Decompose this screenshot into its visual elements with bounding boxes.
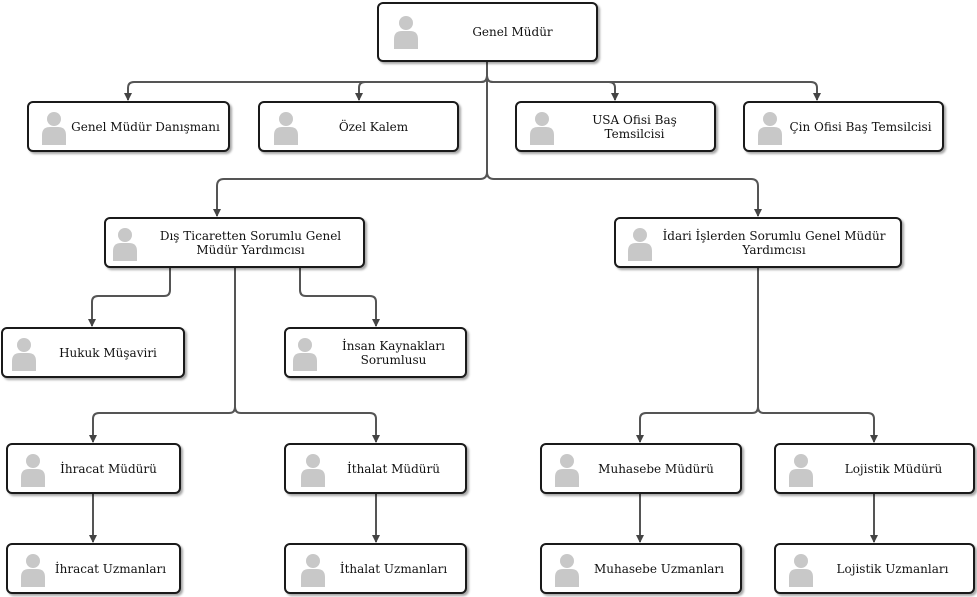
node-idari-isler-gmy[interactable]: İdari İşlerden Sorumlu Genel Müdür Yardı… xyxy=(614,217,902,268)
person-icon xyxy=(12,338,36,371)
node-label: Genel Müdür Danışmanı xyxy=(71,119,220,134)
node-label: Lojistik Uzmanları xyxy=(836,561,949,576)
node-label: İthalat Uzmanları xyxy=(339,561,448,576)
person-icon xyxy=(758,112,782,145)
person-icon xyxy=(21,554,45,587)
connector-to-muhasebe-muduru xyxy=(636,268,759,443)
connector-to-cin xyxy=(486,62,821,101)
node-cin-ofisi-bas-temsilcisi[interactable]: Çin Ofisi Baş Temsilcisi xyxy=(743,101,944,152)
person-icon xyxy=(555,554,579,587)
node-lojistik-uzmanlari[interactable]: Lojistik Uzmanları xyxy=(774,543,975,594)
node-label: Hukuk Müşaviri xyxy=(59,345,157,360)
node-genel-mudur[interactable]: Genel Müdür xyxy=(377,2,598,62)
node-ithalat-uzmanlari[interactable]: İthalat Uzmanları xyxy=(284,543,467,594)
node-ihracat-uzmanlari[interactable]: İhracat Uzmanları xyxy=(6,543,181,594)
node-hukuk-musaviri[interactable]: Hukuk Müşaviri xyxy=(1,327,185,378)
connector-to-insan-kaynaklari xyxy=(299,268,380,327)
node-label: İhracat Müdürü xyxy=(60,461,157,476)
node-insan-kaynaklari-sorumlusu[interactable]: İnsan Kaynakları Sorumlusu xyxy=(284,327,467,378)
person-icon xyxy=(555,454,579,487)
node-lojistik-muduru[interactable]: Lojistik Müdürü xyxy=(774,443,975,494)
node-label: Muhasebe Müdürü xyxy=(598,461,714,476)
connector-to-hukuk xyxy=(88,268,171,327)
person-icon xyxy=(42,112,66,145)
person-icon xyxy=(789,554,813,587)
node-genel-mudur-danismani[interactable]: Genel Müdür Danışmanı xyxy=(27,101,230,152)
person-icon xyxy=(301,454,325,487)
node-muhasebe-uzmanlari[interactable]: Muhasebe Uzmanları xyxy=(540,543,742,594)
node-muhasebe-muduru[interactable]: Muhasebe Müdürü xyxy=(540,443,742,494)
node-ozel-kalem[interactable]: Özel Kalem xyxy=(258,101,459,152)
connector-to-idari xyxy=(486,62,762,217)
person-icon xyxy=(21,454,45,487)
person-icon xyxy=(789,454,813,487)
person-icon xyxy=(394,16,418,49)
node-ihracat-muduru[interactable]: İhracat Müdürü xyxy=(6,443,181,494)
node-label: Özel Kalem xyxy=(338,119,409,134)
node-label: İthalat Müdürü xyxy=(347,461,440,476)
person-icon xyxy=(113,228,137,261)
node-label: İdari İşlerden Sorumlu Genel Müdür Yardı… xyxy=(662,228,886,257)
node-label: İnsan Kaynakları Sorumlusu xyxy=(342,338,445,367)
connector-to-lojistik-muduru xyxy=(757,268,878,443)
person-icon xyxy=(530,112,554,145)
connector-to-ithalat-muduru xyxy=(234,268,380,443)
node-label: USA Ofisi Baş Temsilcisi xyxy=(592,112,677,141)
person-icon xyxy=(293,338,317,371)
node-ithalat-muduru[interactable]: İthalat Müdürü xyxy=(284,443,467,494)
node-label: Dış Ticaretten Sorumlu Genel Müdür Yardı… xyxy=(159,228,342,257)
connector-to-ozel-kalem xyxy=(355,62,488,101)
person-icon xyxy=(628,228,652,261)
node-label: Muhasebe Uzmanları xyxy=(593,561,725,576)
node-label: Çin Ofisi Baş Temsilcisi xyxy=(789,119,932,134)
node-dis-ticaret-gmy[interactable]: Dış Ticaretten Sorumlu Genel Müdür Yardı… xyxy=(104,217,365,268)
node-label: Genel Müdür xyxy=(472,25,553,39)
node-label: Lojistik Müdürü xyxy=(844,461,943,476)
node-usa-ofisi-bas-temsilcisi[interactable]: USA Ofisi Baş Temsilcisi xyxy=(515,101,716,152)
person-icon xyxy=(301,554,325,587)
person-icon xyxy=(274,112,298,145)
node-label: İhracat Uzmanları xyxy=(54,561,167,576)
